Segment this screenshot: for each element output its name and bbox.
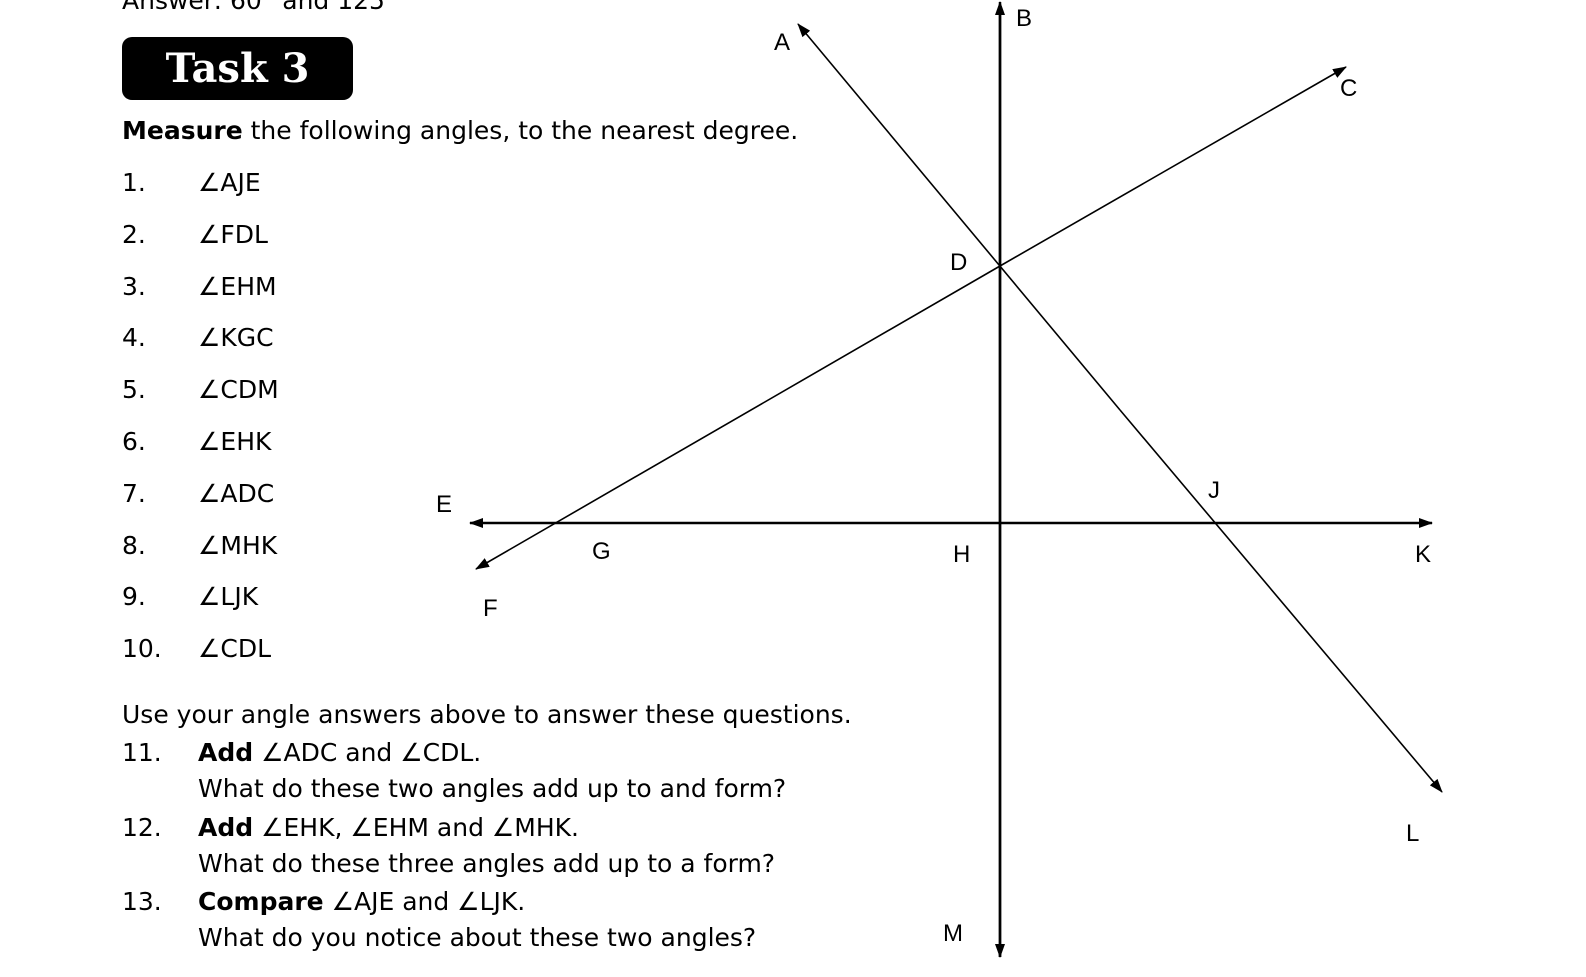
question-line2: What do you notice about these two angle… (198, 923, 757, 952)
question-text: ∠AJE and ∠LJK. (323, 887, 526, 916)
instruction-bold: Measure (122, 116, 243, 145)
label-E: E (436, 491, 452, 518)
line-AL (797, 23, 1121, 411)
question-verb: Add (198, 812, 254, 842)
line-CF (999, 66, 1347, 267)
label-G: G (592, 538, 611, 565)
label-C: C (1340, 75, 1357, 102)
angle-item: ∠MHK (198, 530, 278, 560)
line-CF-end (475, 265, 1001, 570)
instruction-text: the following angles, to the nearest deg… (242, 116, 799, 145)
question-line1: Add ∠ADC and ∠CDL. (198, 738, 481, 767)
question-number: 13. (122, 887, 162, 916)
angle-number: 5. (122, 375, 146, 405)
question-line2: What do these two angles add up to and f… (198, 774, 787, 803)
question-line1: Add ∠EHK, ∠EHM and ∠MHK. (198, 813, 579, 842)
label-M: M (943, 920, 963, 947)
angle-item: ∠ADC (198, 478, 275, 508)
label-H: H (953, 541, 970, 568)
angle-item: ∠EHM (198, 271, 277, 301)
label-F: F (483, 595, 498, 622)
angle-item: ∠LJK (198, 582, 259, 612)
question-number: 12. (122, 812, 162, 842)
angle-number: 8. (122, 530, 146, 560)
angle-number: 6. (122, 427, 146, 456)
question-text: ∠EHK, ∠EHM and ∠MHK. (253, 812, 580, 842)
label-A: A (774, 29, 790, 56)
question-number: 11. (122, 738, 162, 767)
angle-item: ∠CDL (198, 634, 272, 664)
angle-item: ∠CDM (198, 375, 279, 405)
angle-item: ∠AJE (198, 168, 261, 197)
angle-number: 10. (122, 634, 162, 664)
task-title: Task 3 (122, 37, 353, 100)
label-J: J (1208, 477, 1220, 504)
angle-item: ∠FDL (198, 219, 268, 249)
instruction: Measure the following angles, to the nea… (122, 116, 798, 145)
angle-item: ∠KGC (198, 323, 274, 353)
angle-number: 9. (122, 582, 146, 612)
label-K: K (1415, 541, 1431, 568)
angle-number: 7. (122, 478, 146, 508)
label-L: L (1406, 820, 1419, 847)
question-verb: Add (198, 738, 254, 767)
angle-number: 4. (122, 323, 146, 353)
label-B: B (1016, 5, 1032, 32)
line-AL-end (1119, 409, 1443, 793)
angle-number: 2. (122, 219, 146, 249)
question-line1: Compare ∠AJE and ∠LJK. (198, 887, 525, 916)
question-text: ∠ADC and ∠CDL. (253, 738, 482, 767)
previous-answer: Answer: 60° and 125° (122, 0, 398, 15)
angle-item: ∠EHK (198, 427, 272, 456)
angle-number: 3. (122, 271, 146, 301)
question-line2: What do these three angles add up to a f… (198, 848, 776, 878)
label-D: D (950, 249, 967, 276)
angle-number: 1. (122, 168, 146, 197)
questions-intro: Use your angle answers above to answer t… (122, 700, 852, 729)
question-verb: Compare (198, 887, 324, 916)
